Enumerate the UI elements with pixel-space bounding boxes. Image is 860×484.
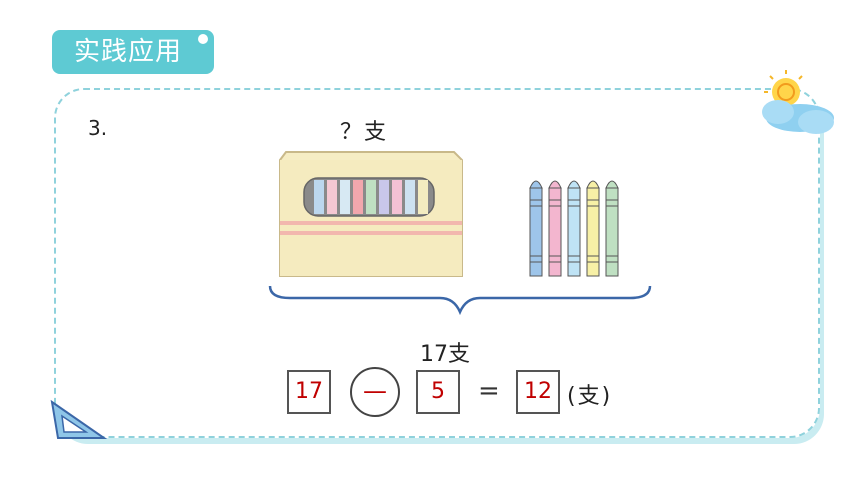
crayon [567,180,581,277]
problem-number: 3. [88,116,108,140]
crayon [605,180,619,277]
section-title: 实践应用 [74,37,183,67]
operator-circle[interactable]: — [350,367,400,417]
loose-crayons-icon [529,180,619,277]
answer-box-minuend[interactable]: 17 [287,370,331,414]
crayon [586,180,600,277]
curly-brace [268,285,652,316]
crayon [548,180,562,277]
crayon-box-icon [279,151,463,277]
unit-label: (支) [567,384,613,409]
answer-box-result[interactable]: 12 [516,370,560,414]
card-dashed-border [54,88,820,438]
section-title-tab: 实践应用 [52,30,214,74]
question-label: ？支 [340,120,389,145]
set-square-icon [50,399,108,439]
exercise-card [54,88,820,438]
total-label: 17支 [420,342,470,367]
tab-dot [198,34,208,44]
answer-box-subtrahend[interactable]: 5 [416,370,460,414]
crayon [529,180,543,277]
equals-sign: = [478,376,500,406]
sun-cloud-icon [762,70,834,134]
